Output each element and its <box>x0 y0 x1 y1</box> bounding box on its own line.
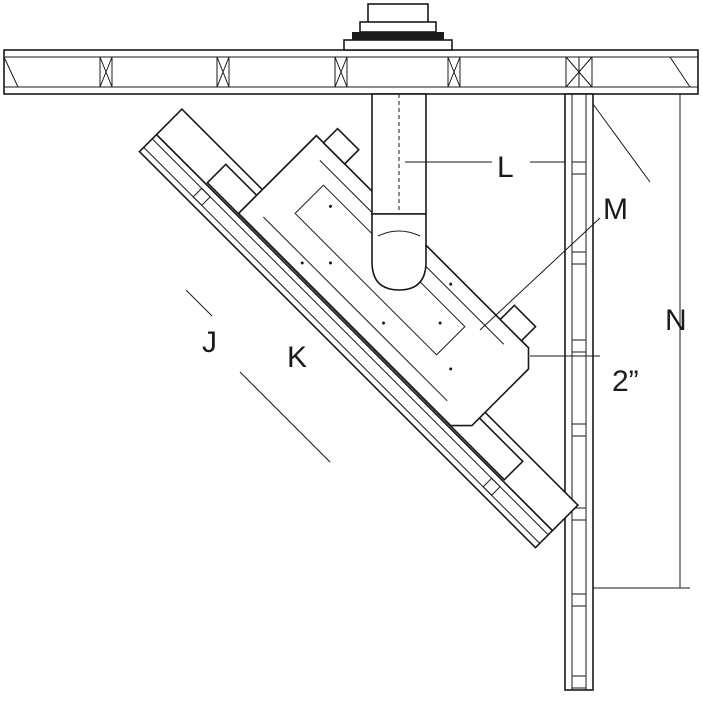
wall-stud <box>564 93 594 691</box>
label-n: N <box>665 304 687 337</box>
label-j: J <box>202 326 217 359</box>
label-m: M <box>603 193 628 226</box>
label-clearance: 2” <box>612 365 639 398</box>
chimney-collar <box>343 3 453 51</box>
dimension-n <box>593 93 690 589</box>
vent-pipe <box>371 93 427 291</box>
dimension-m <box>479 103 651 331</box>
leader-lines <box>185 161 600 463</box>
label-l: L <box>497 151 514 184</box>
ceiling-joist <box>3 49 699 95</box>
label-k: K <box>287 341 307 374</box>
ceiling-blocking <box>99 56 593 88</box>
